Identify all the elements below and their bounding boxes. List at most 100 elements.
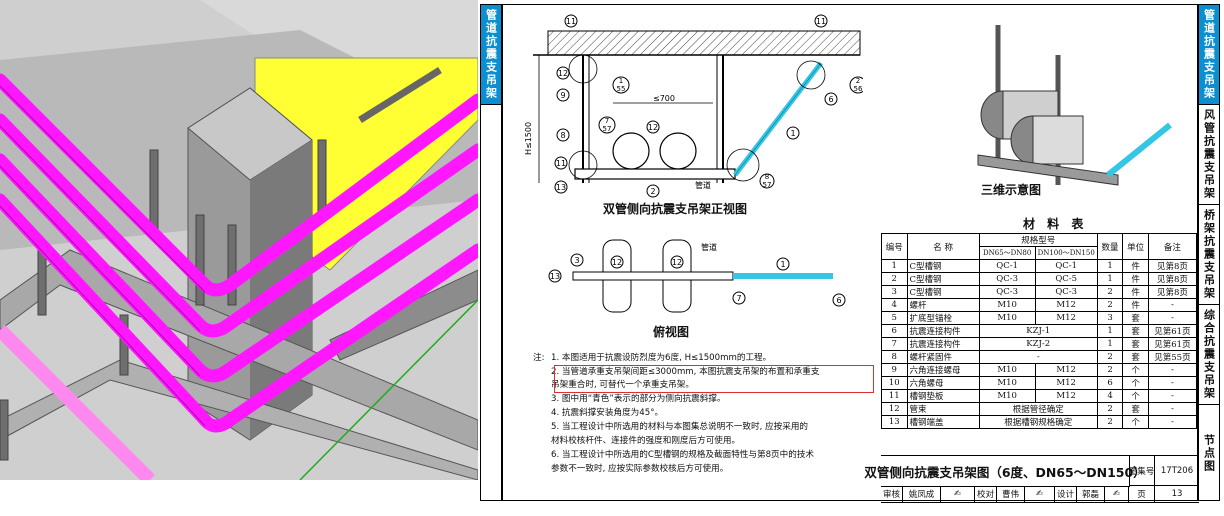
table-cell: 件	[1122, 259, 1149, 273]
tab-pipe-seismic-support[interactable]: 管道抗震支吊架	[481, 5, 501, 105]
table-cell: 根据槽钢规格确定	[978, 415, 1098, 429]
front-view-drawing: 11 11 12 9 8 11 13 12 2 1 6 8 57 1 55 7 …	[524, 14, 863, 198]
callout-4: 9	[560, 91, 565, 100]
note-6: 6. 当工程设计中所选用的C型槽钢的规格及截面特性与第8页中的技术	[551, 450, 815, 460]
table-cell: 根据管径确定	[978, 402, 1098, 416]
table-cell: -	[1147, 402, 1198, 416]
table-cell: -	[1147, 298, 1198, 312]
ref-2: 2	[856, 77, 860, 85]
tab-pipe-seismic-support[interactable]: 管道抗震支吊架	[1199, 5, 1219, 105]
table-cell: 3	[881, 285, 908, 299]
table-cell: 槽钢垫板	[906, 389, 980, 403]
tab-duct-seismic-support[interactable]: 风管抗震支吊架	[1199, 105, 1219, 205]
side-tabs-left: 管道抗震支吊架	[480, 4, 502, 501]
table-cell: 槽钢端盖	[906, 415, 980, 429]
table-cell: 5	[881, 311, 908, 325]
table-cell: 抗震连接构件	[906, 324, 980, 338]
table-cell: M12	[1034, 363, 1098, 377]
front-pipe-label: 管道	[695, 180, 711, 190]
checker: 曹伟	[997, 486, 1025, 503]
svg-text:13: 13	[550, 272, 560, 281]
table-cell: -	[978, 350, 1098, 364]
table-cell: QC-5	[1034, 272, 1098, 286]
table-cell: 管束	[906, 402, 980, 416]
table-cell: M10	[978, 376, 1036, 390]
table-cell: 件	[1122, 285, 1149, 299]
table-cell: -	[1147, 363, 1198, 377]
ref-56: 56	[854, 85, 863, 93]
table-cell: 六角连接螺母	[906, 363, 980, 377]
tab-tray-seismic-support[interactable]: 桥架抗震支吊架	[1199, 205, 1219, 305]
note-6b: 参数不一致时, 应按实际参数校核后方可使用。	[551, 464, 729, 474]
tab-node-drawings[interactable]: 节点图	[1202, 434, 1216, 473]
check-label: 校对	[975, 486, 997, 503]
table-cell: QC-3	[1034, 285, 1098, 299]
table-cell: 六角螺母	[906, 376, 980, 390]
front-view-caption: 双管侧向抗震支吊架正视图	[603, 202, 748, 216]
table-cell: M10	[978, 311, 1036, 325]
col-name: 名 称	[906, 233, 980, 260]
table-cell: 2	[1096, 402, 1124, 416]
table-cell: 套	[1122, 311, 1149, 325]
col-remark: 备注	[1147, 233, 1198, 260]
callout-11: 11	[556, 159, 566, 168]
table-cell: 见第8页	[1147, 285, 1198, 299]
callout-9: 12	[558, 69, 568, 78]
table-cell: 套	[1122, 402, 1149, 416]
note-2: 2. 当管道承重支吊架间距≤3000mm, 本图抗震支吊架的布置和承重支	[551, 367, 820, 377]
col-spec-b: DN100～DN150	[1034, 246, 1098, 260]
table-cell: -	[1147, 389, 1198, 403]
table-cell: 2	[1096, 363, 1124, 377]
table-cell: 2	[1096, 298, 1124, 312]
table-cell: 1	[1096, 324, 1124, 338]
top-view-caption: 俯视图	[653, 325, 690, 339]
note-3: 3. 图中用“青色”表示的部分为侧向抗震斜撑。	[551, 394, 726, 404]
table-cell: 扩底型锚栓	[906, 311, 980, 325]
col-spec-a: DN65～DN80	[978, 246, 1036, 260]
checker-signature: ✍	[1025, 486, 1055, 503]
table-cell: 1	[881, 259, 908, 273]
col-spec: 规格型号	[978, 233, 1098, 247]
table-cell: M10	[978, 389, 1036, 403]
spacing-dimension: ≤700	[653, 94, 675, 103]
callout-3: 8	[560, 131, 565, 140]
svg-text:3: 3	[574, 256, 579, 265]
side-tabs-right: 管道抗震支吊架 风管抗震支吊架 桥架抗震支吊架 综合抗震支吊架 节点图	[1198, 4, 1220, 501]
table-cell: 个	[1122, 376, 1149, 390]
table-cell: 见第8页	[1147, 272, 1198, 286]
review-label: 审核	[881, 486, 903, 503]
svg-text:6: 6	[836, 296, 841, 305]
callout-13: 13	[556, 183, 566, 192]
table-cell: M10	[978, 363, 1036, 377]
table-cell: C型槽钢	[906, 259, 980, 273]
table-cell: 2	[1096, 415, 1124, 429]
reviewer: 姚凤成	[903, 486, 941, 503]
col-no: 编号	[881, 233, 908, 260]
table-cell: 套	[1122, 337, 1149, 351]
table-cell: QC-3	[978, 272, 1036, 286]
table-cell: KZJ-2	[978, 337, 1098, 351]
ref-1: 1	[619, 77, 623, 85]
tab-label: 管道抗震支吊架	[484, 9, 498, 100]
iso-view-drawing	[977, 25, 1172, 186]
note-5: 5. 当工程设计中所选用的材料与本图集总说明不一致时, 应按采用的	[551, 422, 809, 432]
reviewer-signature: ✍	[941, 486, 975, 503]
page-label: 页	[1129, 486, 1155, 503]
tab-combined-seismic-support[interactable]: 综合抗震支吊架	[1199, 305, 1219, 405]
drawing-sheet: 管道抗震支吊架	[480, 4, 1224, 508]
bim-3d-render	[0, 0, 478, 480]
top-pipe-label: 管道	[701, 242, 717, 252]
top-view-drawing: 13 3 12 12 1 7 6 管道	[548, 239, 846, 313]
table-cell: -	[1147, 376, 1198, 390]
col-unit: 单位	[1122, 233, 1149, 260]
table-cell: 13	[881, 415, 908, 429]
callout-2: 2	[650, 187, 655, 196]
